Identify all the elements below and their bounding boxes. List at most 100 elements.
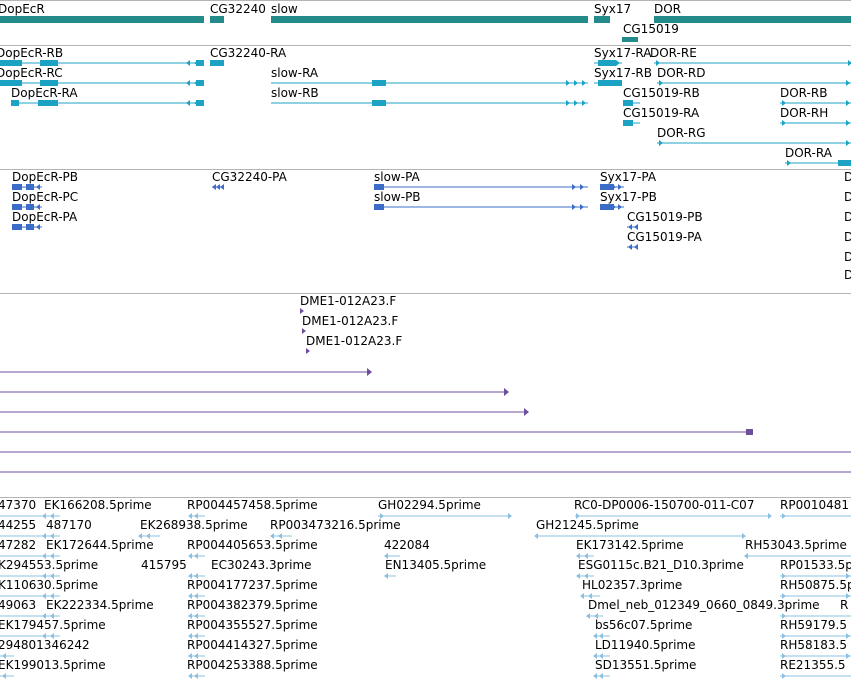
est-label[interactable]: EN13405.5prime bbox=[385, 558, 487, 572]
protein-label[interactable]: DopEcR-PA bbox=[12, 210, 78, 224]
est-label[interactable]: GH21245.5prime bbox=[536, 518, 639, 532]
est-label[interactable]: 294801346242 bbox=[0, 638, 90, 652]
est-label[interactable]: SD13551.5prime bbox=[595, 658, 697, 672]
est-label[interactable]: RP004253388.5prime bbox=[187, 658, 318, 672]
est-label[interactable]: EK222334.5prime bbox=[46, 598, 154, 612]
est-label[interactable]: K294553.5prime bbox=[0, 558, 99, 572]
transcript-label[interactable]: slow-RB bbox=[271, 86, 319, 100]
strand-arrow bbox=[36, 184, 40, 190]
protein-label[interactable]: CG15019-PA bbox=[627, 230, 702, 244]
est-label[interactable]: 487170 bbox=[46, 518, 92, 532]
gene-label[interactable]: slow bbox=[271, 2, 298, 16]
est-label[interactable]: 422084 bbox=[384, 538, 430, 552]
est-label[interactable]: RH58183.5 bbox=[780, 638, 847, 652]
strand-arrow bbox=[30, 224, 34, 230]
transcript-label[interactable]: DOR-RA bbox=[785, 146, 832, 160]
protein-label[interactable]: DopEcR-PB bbox=[12, 170, 79, 184]
est-label[interactable]: RH53043.5prime bbox=[745, 538, 847, 552]
est-label[interactable]: RP003473216.5prime bbox=[270, 518, 401, 532]
est-label[interactable]: Dmel_neb_012349_0660_0849.3prime bbox=[588, 598, 820, 612]
est-label[interactable]: K110630.5prime bbox=[0, 578, 99, 592]
transcript-label[interactable]: DOR-RG bbox=[657, 126, 706, 140]
protein-label-clipped[interactable]: D bbox=[844, 170, 851, 184]
protein-label[interactable]: CG32240-PA bbox=[212, 170, 287, 184]
est-label[interactable]: EK268938.5prime bbox=[140, 518, 248, 532]
clone-label[interactable]: DME1-012A23.F bbox=[306, 334, 403, 348]
transcript-label[interactable]: DOR-RB bbox=[780, 86, 828, 100]
strand-arrow bbox=[580, 184, 584, 190]
est-label[interactable]: EK179457.5prime bbox=[0, 618, 106, 632]
protein-label[interactable]: DopEcR-PC bbox=[12, 190, 79, 204]
gene-label[interactable]: DopEcR bbox=[0, 2, 45, 16]
gene-label[interactable]: CG32240 bbox=[210, 2, 266, 16]
est-label[interactable]: GH02294.5prime bbox=[378, 498, 481, 512]
est-label[interactable]: RC0-DP0006-150700-011-C07 bbox=[574, 498, 755, 512]
est-label[interactable]: bs56c07.5prime bbox=[595, 618, 693, 632]
est-label[interactable]: RE21355.5 bbox=[780, 658, 846, 672]
gene-label[interactable]: DOR bbox=[654, 2, 682, 16]
protein-label[interactable]: Syx17-PA bbox=[600, 170, 657, 184]
est-label[interactable]: RP004457458.5prime bbox=[187, 498, 318, 512]
est-label[interactable]: 415795 bbox=[141, 558, 187, 572]
strand-arrow bbox=[782, 513, 786, 519]
est-label[interactable]: EK166208.5prime bbox=[44, 498, 152, 512]
clone-label[interactable]: DME1-012A23.F bbox=[300, 294, 397, 308]
protein-label-clipped[interactable]: D bbox=[844, 250, 851, 264]
est-label[interactable]: RH50875.5p bbox=[780, 578, 851, 592]
transcript-label[interactable]: DOR-RD bbox=[657, 66, 706, 80]
strand-arrow bbox=[194, 633, 198, 639]
est-label[interactable]: LD11940.5prime bbox=[595, 638, 696, 652]
protein-label[interactable]: Syx17-PB bbox=[600, 190, 657, 204]
strand-arrow bbox=[576, 513, 580, 519]
est-label[interactable]: RP004382379.5prime bbox=[187, 598, 318, 612]
est-label[interactable]: RP004355527.5prime bbox=[187, 618, 318, 632]
strand-arrow bbox=[576, 553, 580, 559]
transcript-label[interactable]: DopEcR-RC bbox=[0, 66, 63, 80]
transcript-label[interactable]: DOR-RH bbox=[780, 106, 829, 120]
est-label[interactable]: RP01533.5p bbox=[780, 558, 851, 572]
est-label[interactable]: RP0010481 bbox=[780, 498, 850, 512]
clone-label[interactable]: DME1-012A23.F bbox=[302, 314, 399, 328]
protein-label-clipped[interactable]: D bbox=[844, 268, 851, 282]
transcript-label[interactable]: Syx17-RB bbox=[594, 66, 652, 80]
est-label[interactable]: 47282 bbox=[0, 538, 37, 552]
transcript-label[interactable]: Syx17-RA bbox=[594, 46, 652, 60]
est-label[interactable]: ESG0115c.B21_D10.3prime bbox=[578, 558, 744, 572]
gene-label[interactable]: Syx17 bbox=[594, 2, 632, 16]
est-label[interactable]: EK199013.5prime bbox=[0, 658, 106, 672]
strand-arrow bbox=[194, 60, 198, 66]
est-label[interactable]: EK173142.5prime bbox=[576, 538, 684, 552]
protein-label-clipped[interactable]: D bbox=[844, 190, 851, 204]
est-label[interactable]: R bbox=[840, 598, 849, 612]
strand-arrow bbox=[188, 573, 192, 579]
protein-label-clipped[interactable]: D bbox=[844, 230, 851, 244]
transcript-label[interactable]: DopEcR-RB bbox=[0, 46, 64, 60]
transcript-label[interactable]: CG32240-RA bbox=[210, 46, 287, 60]
protein-label[interactable]: slow-PA bbox=[374, 170, 420, 184]
strand-arrow bbox=[50, 573, 54, 579]
strand-arrow bbox=[782, 633, 786, 639]
gene-label[interactable]: CG15019 bbox=[623, 22, 679, 36]
est-label[interactable]: RP004405653.5prime bbox=[187, 538, 318, 552]
transcript-label[interactable]: slow-RA bbox=[271, 66, 319, 80]
protein-label[interactable]: CG15019-PB bbox=[627, 210, 703, 224]
protein-label[interactable]: slow-PB bbox=[374, 190, 421, 204]
est-label[interactable]: EC30243.3prime bbox=[211, 558, 312, 572]
strand-arrow bbox=[574, 80, 578, 86]
est-label[interactable]: RH59179.5 bbox=[780, 618, 847, 632]
est-label[interactable]: RP004177237.5prime bbox=[187, 578, 318, 592]
est-label[interactable]: HL02357.3prime bbox=[582, 578, 683, 592]
transcript-label[interactable]: DopEcR-RA bbox=[11, 86, 78, 100]
transcript-label[interactable]: CG15019-RB bbox=[623, 86, 700, 100]
est-label[interactable]: 47370 bbox=[0, 498, 37, 512]
est-label[interactable]: 49063 bbox=[0, 598, 37, 612]
track-divider bbox=[0, 45, 851, 46]
est-label[interactable]: RP004414327.5prime bbox=[187, 638, 318, 652]
transcript-label[interactable]: DOR-RE bbox=[650, 46, 697, 60]
est-label[interactable]: EK172644.5prime bbox=[46, 538, 154, 552]
strand-arrow bbox=[186, 80, 190, 86]
protein-label-clipped[interactable]: D bbox=[844, 210, 851, 224]
transcript-label[interactable]: CG15019-RA bbox=[623, 106, 700, 120]
est-label[interactable]: 44255 bbox=[0, 518, 37, 532]
